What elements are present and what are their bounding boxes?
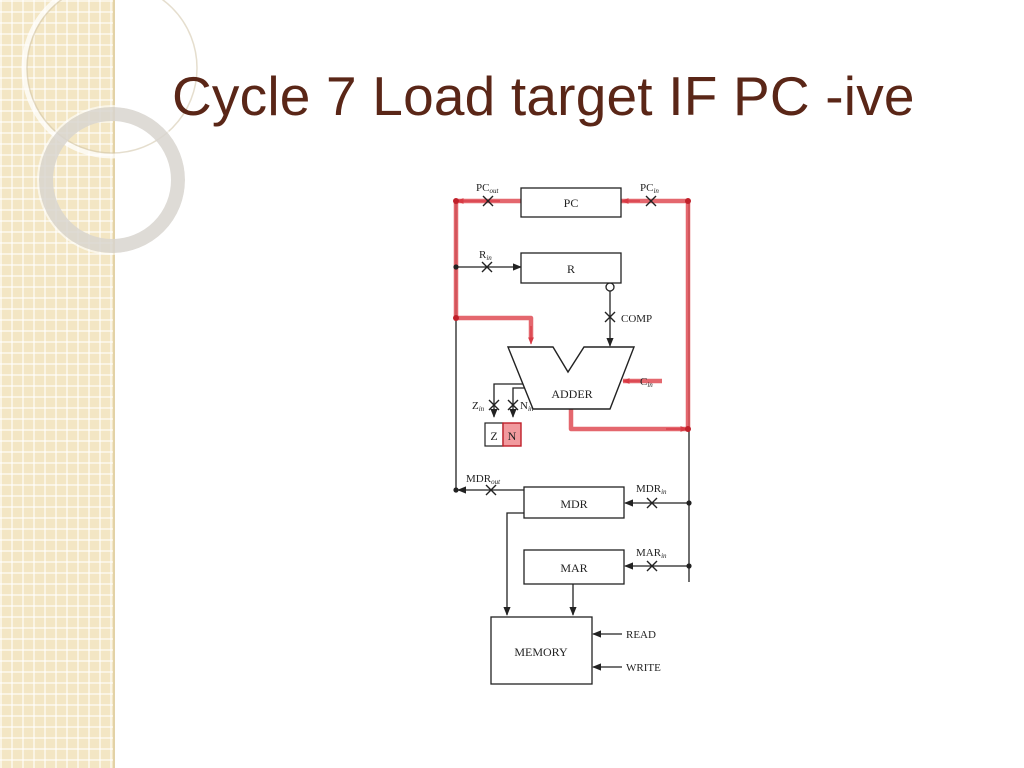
- switch-pc-in: [645, 195, 657, 207]
- switch-mdr-out: [485, 484, 497, 496]
- inverter-bubble: [605, 282, 615, 292]
- switch-z-in: [488, 399, 500, 411]
- block-r: R: [520, 252, 622, 284]
- junctions: [453, 198, 691, 432]
- active-path-arrows: [456, 198, 688, 432]
- switch-comp: [604, 311, 616, 323]
- flag-z-label: Z: [490, 429, 497, 443]
- switch-r-in: [481, 261, 493, 273]
- block-flags: Z N: [484, 422, 522, 447]
- signal-pc-out: PCout: [476, 182, 499, 195]
- block-mar: MAR: [523, 549, 625, 585]
- signal-z-in: Zin: [472, 400, 485, 413]
- block-pc-label: PC: [564, 196, 579, 210]
- signal-mdr-out: MDRout: [466, 473, 501, 486]
- signal-pc-in: PCin: [640, 182, 659, 195]
- signal-write: WRITE: [626, 662, 661, 674]
- page-title: Cycle 7 Load target IF PC -ive: [172, 65, 915, 127]
- switch-n-in: [507, 399, 519, 411]
- block-r-label: R: [567, 262, 575, 276]
- block-mdr: MDR: [523, 486, 625, 519]
- signal-mar-in: MARin: [636, 547, 667, 560]
- switch-pc-out: [482, 195, 494, 207]
- signal-read: READ: [626, 629, 656, 641]
- block-memory: MEMORY: [490, 616, 593, 685]
- switch-mar-in: [646, 560, 658, 572]
- control-switches: [481, 195, 658, 572]
- block-adder-label: ADDER: [551, 387, 592, 401]
- switch-mdr-in: [646, 497, 658, 509]
- block-adder: ADDER: [506, 346, 636, 410]
- block-mar-label: MAR: [560, 561, 587, 575]
- flag-n-label: N: [508, 429, 517, 443]
- block-pc: PC: [520, 187, 622, 218]
- decorative-circles: [21, 0, 203, 255]
- sidebar-pattern: [0, 0, 113, 768]
- signal-c-in: Cin: [640, 376, 653, 389]
- block-mdr-label: MDR: [560, 497, 587, 511]
- signal-comp: COMP: [621, 313, 652, 325]
- signal-n-in: Nin: [520, 400, 534, 413]
- sidebar-edge: [113, 0, 115, 768]
- signal-mdr-in: MDRin: [636, 483, 667, 496]
- signal-r-in: Rin: [479, 249, 492, 262]
- block-memory-label: MEMORY: [514, 645, 568, 659]
